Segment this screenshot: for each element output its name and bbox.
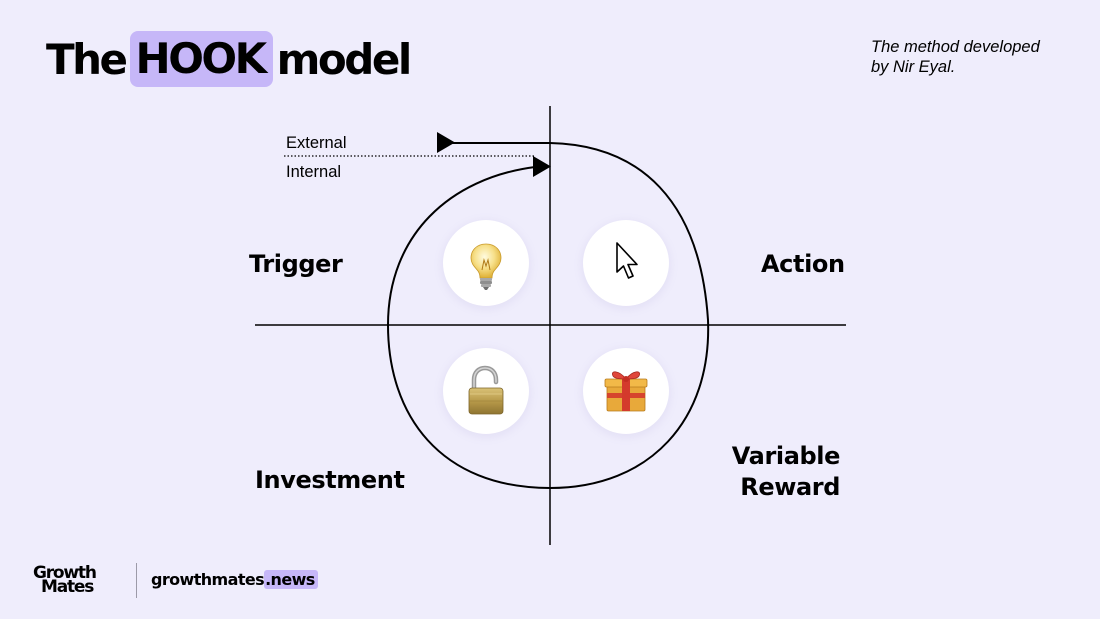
- phase-label-action: Action: [761, 250, 845, 278]
- phase-label-variable-reward-line-2: Reward: [740, 473, 840, 501]
- logo-line-2: Mates: [41, 577, 94, 597]
- site-name: growthmates: [151, 570, 265, 589]
- label-external: External: [286, 134, 347, 152]
- cursor-arrow-icon: [616, 242, 638, 279]
- title-word-model: model: [276, 34, 413, 84]
- title-highlight-hook: HOOK: [129, 31, 273, 87]
- internal-arrowhead: [533, 156, 551, 177]
- label-internal: Internal: [286, 163, 342, 181]
- footer-divider: [136, 563, 137, 598]
- phase-label-trigger: Trigger: [249, 250, 343, 278]
- lightbulb-icon: [470, 243, 502, 290]
- hook-loop-path: [386, 142, 710, 490]
- growthmates-logo[interactable]: Growth Mates: [33, 563, 97, 597]
- footer-site-link[interactable]: growthmates.news: [151, 569, 318, 591]
- phase-label-variable-reward: Variable Reward: [731, 441, 841, 503]
- trigger-icon-circle: [443, 220, 529, 306]
- subtitle: The method developed by Nir Eyal.: [871, 37, 1086, 77]
- variable-reward-icon-circle: [583, 348, 669, 434]
- investment-icon-circle: [443, 348, 529, 434]
- external-arrowhead: [437, 132, 455, 153]
- phase-label-variable-reward-line-1: Variable: [731, 442, 841, 470]
- site-tld: .news: [264, 570, 318, 589]
- phase-label-investment: Investment: [255, 466, 405, 494]
- subtitle-line-1: The method developed: [871, 38, 1040, 56]
- open-padlock-icon: [468, 365, 504, 415]
- page-title: The HOOK model: [46, 30, 413, 88]
- title-word-the: The: [46, 34, 128, 84]
- logo-line-1: Growth: [33, 563, 97, 583]
- subtitle-line-2: by Nir Eyal.: [871, 58, 956, 76]
- gift-box-icon: [604, 371, 648, 412]
- action-icon-circle: [583, 220, 669, 306]
